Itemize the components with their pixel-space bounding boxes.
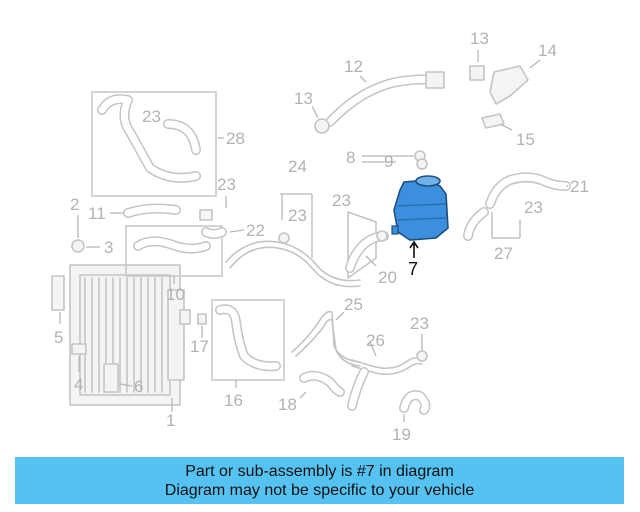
callout-21: 21: [570, 177, 589, 196]
callout-19: 19: [392, 425, 411, 444]
parts-diagram: 1 2 3 4 6 5 28 23 11 10 23 22 24 23: [51, 29, 589, 444]
callout-20: 20: [378, 268, 397, 287]
callout-1: 1: [166, 411, 175, 430]
callout-6: 6: [134, 377, 143, 396]
banner-line-2: Diagram may not be specific to your vehi…: [164, 481, 475, 499]
callout-13-right: 13: [470, 29, 489, 48]
callout-3: 3: [104, 238, 113, 257]
callout-26: 26: [366, 331, 385, 350]
callout-10: 10: [166, 285, 185, 304]
info-banner: Part or sub-assembly is #7 in diagram Di…: [15, 457, 624, 504]
coolant-reservoir-part: [391, 175, 449, 241]
callout-23-right: 23: [524, 198, 543, 217]
callout-25: 25: [344, 295, 363, 314]
callout-23-lower-right: 23: [410, 314, 429, 333]
radiator-part: [69, 264, 191, 406]
callout-18: 18: [278, 395, 297, 414]
mount-part: [71, 343, 87, 355]
callout-27: 27: [494, 244, 513, 263]
assembly-box-16: [211, 299, 285, 381]
side-bracket-part: [51, 275, 65, 311]
callout-17: 17: [190, 337, 209, 356]
callout-22: 22: [246, 221, 265, 240]
callout-15: 15: [516, 130, 535, 149]
callout-5: 5: [54, 328, 63, 347]
callout-23-box28: 23: [142, 107, 161, 126]
callout-12: 12: [344, 57, 363, 76]
callout-11: 11: [88, 204, 106, 223]
bracket-part: [103, 363, 119, 393]
callout-13-left: 13: [294, 89, 313, 108]
callout-4: 4: [74, 375, 83, 394]
callout-8: 8: [346, 148, 355, 167]
callout-9: 9: [384, 152, 393, 171]
callout-23-pipe24: 23: [288, 206, 307, 225]
callout-23-center: 23: [332, 191, 351, 210]
callout-23-mid-left: 23: [217, 175, 236, 194]
cap-part: [71, 239, 85, 253]
callout-7: 7: [408, 259, 418, 279]
callout-2: 2: [70, 195, 79, 214]
callout-28: 28: [226, 129, 245, 148]
callout-24: 24: [288, 157, 307, 176]
callout-16: 16: [224, 391, 243, 410]
assembly-box-28: [91, 91, 217, 197]
banner-line-1: Part or sub-assembly is #7 in diagram: [185, 462, 454, 480]
callout-14: 14: [538, 41, 557, 60]
